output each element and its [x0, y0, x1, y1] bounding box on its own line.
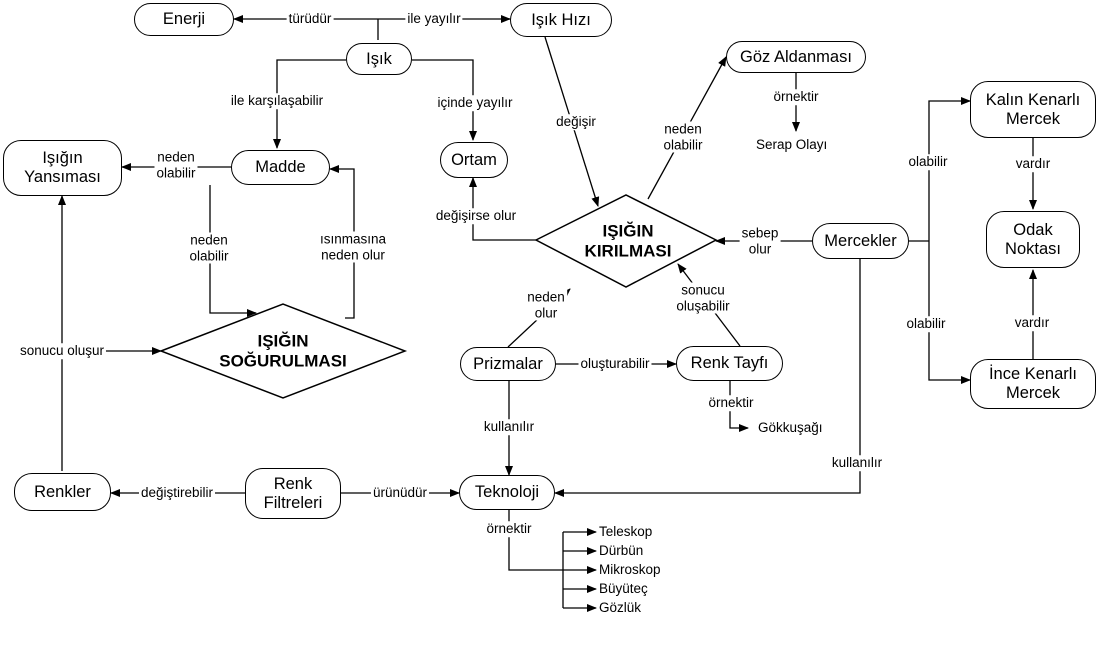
link-label-degistirebilir: değiştirebilir — [138, 485, 216, 501]
link-label-degisirse-olur: değişirse olur — [433, 208, 519, 224]
node-goz-aldanmasi: Göz Aldanması — [726, 41, 866, 73]
link-label-sebep-olur: sebep olur — [739, 225, 781, 257]
node-mikroskop: Mikroskop — [599, 562, 661, 577]
node-odak-noktasi: Odak Noktası — [986, 211, 1080, 268]
link-label-vardir-ince: vardır — [1012, 315, 1052, 331]
node-mercekler: Mercekler — [812, 223, 909, 259]
link-label-olusturabilir: oluşturabilir — [578, 356, 652, 372]
link-label-olabilir-ince: olabilir — [904, 316, 948, 332]
link-label-degisir: değişir — [554, 114, 598, 130]
node-renkler: Renkler — [14, 473, 111, 511]
link-label-urunudur: ürünüdür — [370, 485, 430, 501]
sogurma-diamond-shape — [158, 303, 408, 399]
node-kalin-kenarli-mercek: Kalın Kenarlı Mercek — [970, 81, 1096, 138]
node-enerji: Enerji — [134, 3, 234, 36]
node-isik-hizi: Işık Hızı — [510, 3, 612, 37]
link-label-neden-olur-prizma: neden olur — [525, 289, 567, 321]
kirilma-diamond-shape — [534, 194, 718, 288]
link-label-ornektir-serap: örnektir — [771, 89, 821, 105]
link-label-ornektir-gokkusagi: örnektir — [706, 395, 756, 411]
node-isigin-sogurulmasi: IŞIĞIN SOĞURULMASI — [219, 331, 347, 371]
node-durbun: Dürbün — [599, 543, 644, 558]
link-label-neden-olabilir-yansima: neden olabilir — [154, 149, 198, 181]
node-renk-filtreleri: Renk Filtreleri — [245, 468, 341, 519]
link-label-neden-olabilir-goz: neden olabilir — [661, 121, 705, 153]
link-label-sonucu-olusur: sonucu oluşur — [17, 343, 107, 359]
link-label-sonucu-olusabilir: sonucu oluşabilir — [674, 282, 732, 314]
link-label-kullanilir-mercek: kullanılır — [829, 455, 885, 471]
node-gozluk: Gözlük — [599, 600, 642, 615]
node-serap-olayi: Serap Olayı — [756, 137, 828, 152]
node-ince-kenarli-mercek: İnce Kenarlı Mercek — [970, 359, 1096, 409]
node-buyutec: Büyüteç — [599, 581, 648, 596]
link-label-vardir-kalin: vardır — [1013, 156, 1053, 172]
node-teknoloji: Teknoloji — [459, 475, 555, 510]
node-renk-tayfi: Renk Tayfı — [676, 346, 783, 381]
node-madde: Madde — [231, 150, 330, 185]
link-label-ile-karsilasabilir: ile karşılaşabilir — [228, 93, 326, 109]
node-teleskop: Teleskop — [599, 524, 653, 539]
link-label-ornektir-teknoloji: örnektir — [484, 521, 534, 537]
link-label-kullanilir-prizma: kullanılır — [481, 419, 537, 435]
node-isik: Işık — [346, 43, 412, 75]
link-label-isinmasina-neden-olur: ısınmasına neden olur — [317, 231, 389, 263]
node-ortam: Ortam — [440, 142, 508, 178]
link-label-ile-yayilir: ile yayılır — [405, 11, 463, 27]
link-label-turudur: türüdür — [286, 11, 334, 27]
node-prizmalar: Prizmalar — [460, 347, 556, 381]
link-label-icinde-yayilir: içinde yayılır — [435, 95, 515, 111]
node-gokkusagi: Gökkuşağı — [758, 420, 823, 435]
node-isigin-kirilmasi: IŞIĞIN KIRILMASI — [584, 221, 672, 261]
link-label-neden-olabilir-sogurma: neden olabilir — [187, 232, 231, 264]
node-isigin-yansimasi: Işığın Yansıması — [3, 140, 122, 196]
link-label-olabilir-kalin: olabilir — [906, 154, 950, 170]
